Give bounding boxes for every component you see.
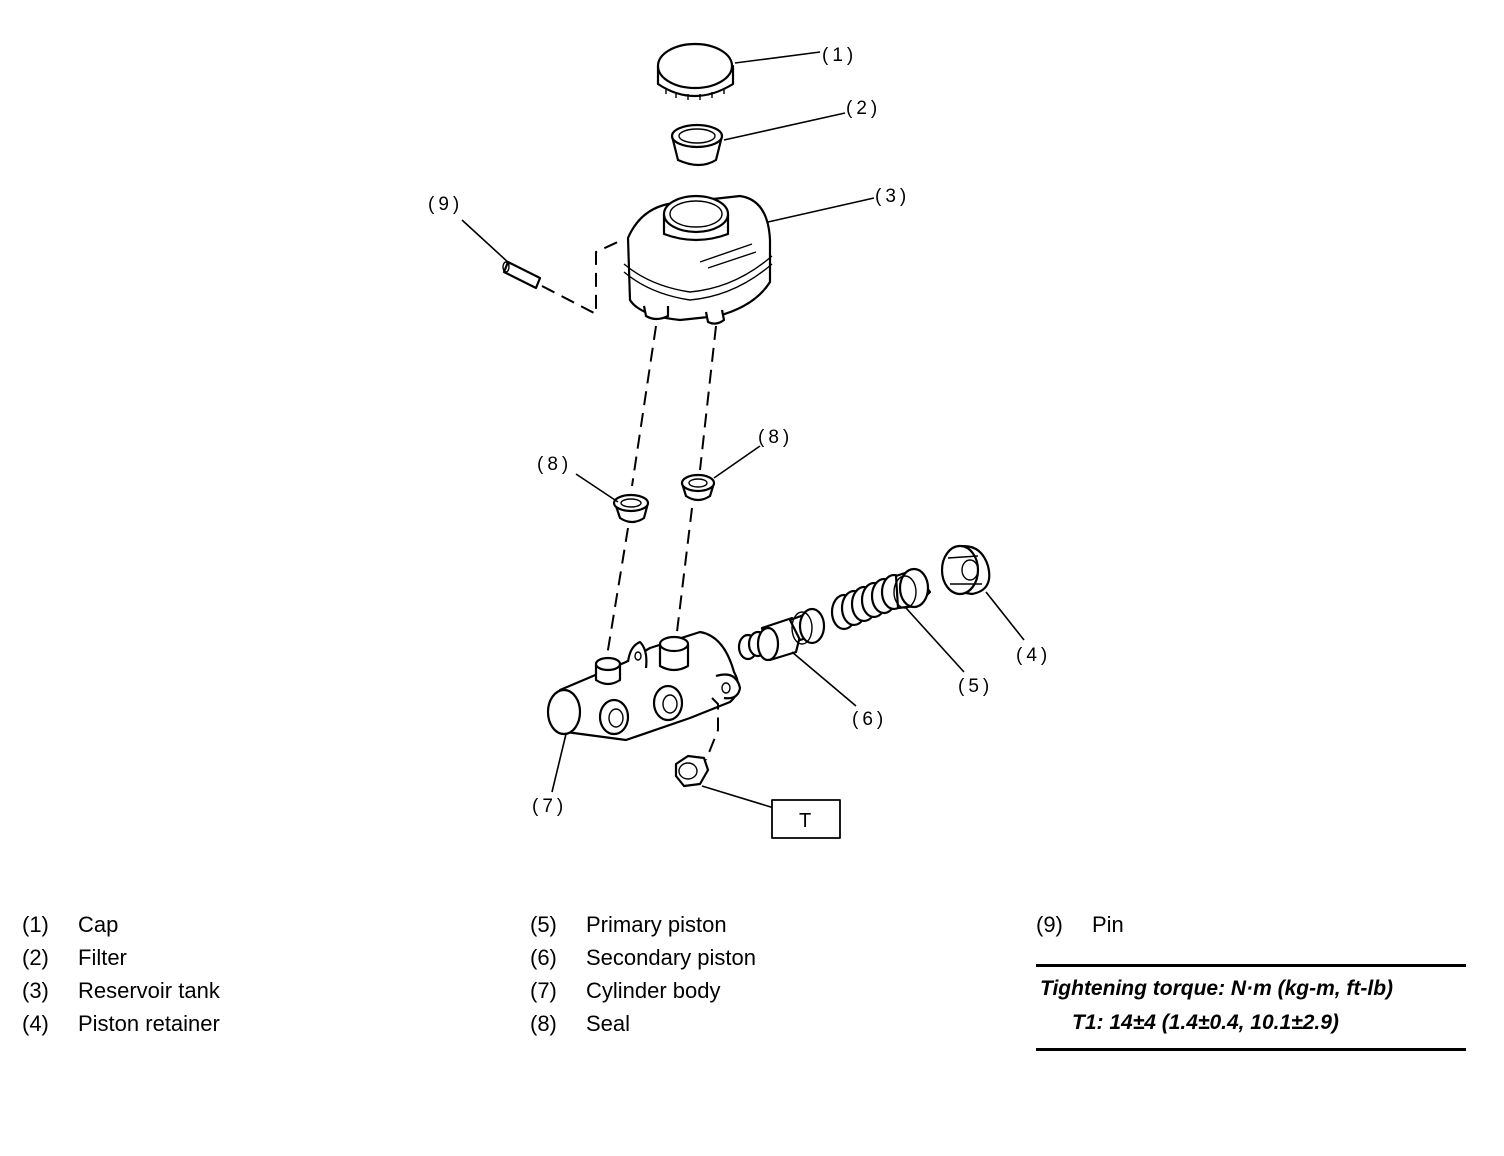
leader-torque	[701, 785, 775, 809]
primary-piston-part	[830, 567, 932, 631]
legend-item: (2) Filter	[22, 941, 220, 974]
nut-part	[674, 754, 710, 788]
legend-item: (4) Piston retainer	[22, 1007, 220, 1040]
leader-4	[985, 591, 1025, 641]
callout-7: (7)	[532, 796, 567, 817]
legend-item: (3) Reservoir tank	[22, 974, 220, 1007]
legend-column-1: (1) Cap (2) Filter (3) Reservoir tank (4) Pi…	[22, 908, 220, 1040]
legend-item: (7) Cylinder body	[530, 974, 756, 1007]
leader-3	[767, 197, 875, 223]
leader-5	[905, 607, 965, 673]
filter-part	[670, 123, 724, 167]
legend-column-2: (5) Primary piston (6) Secondary piston (7…	[530, 908, 756, 1040]
callout-9: (9)	[428, 194, 463, 215]
legend-label: Filter	[78, 945, 127, 970]
leader-9	[461, 219, 511, 265]
guide-right-lower	[675, 507, 693, 641]
secondary-piston-part	[737, 607, 826, 662]
legend-number: (7)	[530, 978, 557, 1003]
exploded-view-diagram: (1) (2) (3) (9) (8)	[428, 42, 1051, 839]
callout-5: (5)	[958, 676, 993, 697]
pin-part	[502, 260, 542, 290]
legend-number: (1)	[22, 912, 49, 937]
legend-number: (6)	[530, 945, 557, 970]
callout-2: (2)	[846, 98, 881, 119]
legend-label: Primary piston	[586, 912, 727, 937]
guide-right-upper	[699, 325, 717, 471]
piston-retainer-part	[940, 544, 991, 596]
leader-8a	[575, 473, 619, 503]
legend-number: (2)	[22, 945, 49, 970]
seal-right-part	[680, 473, 716, 502]
legend-label: Pin	[1092, 912, 1124, 937]
seal-left-part	[612, 493, 650, 524]
torque-marker-label: T	[799, 810, 811, 832]
torque-heading: Tightening torque: N·m (kg-m, ft-lb)	[1040, 977, 1394, 1000]
legend-item: (6) Secondary piston	[530, 941, 756, 974]
legend-item: (1) Cap	[22, 908, 220, 941]
callout-8a: (8)	[537, 454, 572, 475]
leader-7	[551, 733, 567, 793]
legend-label: Reservoir tank	[78, 978, 220, 1003]
legend-label: Seal	[586, 1011, 631, 1036]
tightening-torque-box: Tightening torque: N·m (kg-m, ft-lb) T1:…	[1036, 964, 1466, 1051]
leader-8b	[713, 445, 761, 479]
cap-part	[656, 42, 735, 100]
torque-marker-box	[771, 799, 841, 839]
legend-number: (5)	[530, 912, 557, 937]
leader-6	[791, 651, 857, 707]
torque-value: T1: 14±4 (1.4±0.4, 10.1±2.9)	[1072, 1011, 1339, 1034]
legend-label: Secondary piston	[586, 945, 756, 970]
guide-left-upper	[631, 325, 657, 487]
legend-number: (3)	[22, 978, 49, 1003]
guide-left-lower	[605, 527, 629, 663]
callout-6: (6)	[852, 709, 887, 730]
legend-number: (4)	[22, 1011, 49, 1036]
pin-guide-line	[541, 239, 623, 316]
callout-8b: (8)	[758, 427, 793, 448]
legend-number: (8)	[530, 1011, 557, 1036]
nut-guide-line	[705, 697, 719, 761]
legend-item: (5) Primary piston	[530, 908, 756, 941]
cylinder-body-part	[546, 630, 742, 742]
callout-1: (1)	[822, 45, 857, 66]
legend-label: Cap	[78, 912, 119, 937]
legend-item: (9) Pin	[1036, 908, 1124, 941]
leader-1	[734, 51, 821, 64]
reservoir-tank-part	[623, 194, 773, 325]
callout-4: (4)	[1016, 645, 1051, 666]
legend-column-3: (9) Pin	[1036, 908, 1124, 941]
legend-item: (8) Seal	[530, 1007, 756, 1040]
leader-2	[723, 112, 846, 141]
callout-3: (3)	[875, 186, 910, 207]
legend-label: Cylinder body	[586, 978, 721, 1003]
legend-number: (9)	[1036, 912, 1063, 937]
legend-label: Piston retainer	[78, 1011, 220, 1036]
